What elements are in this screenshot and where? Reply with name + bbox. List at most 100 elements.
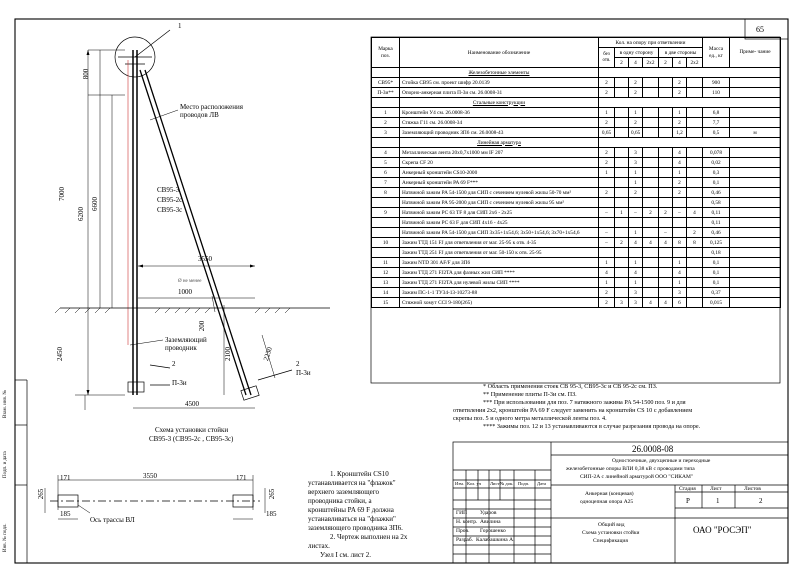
pole-type-1: СВ95-3 xyxy=(157,186,180,194)
plate-label-b: П-3и xyxy=(296,369,311,377)
row-note xyxy=(729,167,782,178)
title-desc-2: железобетонные опоры ВЛИ 0,38 кВ с прово… xyxy=(566,466,695,472)
row-qty xyxy=(685,187,704,198)
row-qty xyxy=(642,267,659,278)
row-qty: 4 xyxy=(598,267,615,278)
row-qty: 2 xyxy=(598,287,615,298)
spec-table-body: Марка поз. Наименование обозначение Кол.… xyxy=(371,37,782,308)
plan-171a: 171 xyxy=(60,474,71,482)
row-qty xyxy=(614,277,629,288)
row-qty: 1 xyxy=(628,227,643,238)
org-name: ОАО "РОСЭП" xyxy=(693,525,752,535)
dim-6200: 6200 xyxy=(76,207,85,222)
row-mass: 0,46 xyxy=(702,227,731,238)
row-name: Кронштейн У4 см. 26.0008-36 xyxy=(399,107,599,118)
row-note xyxy=(729,257,782,268)
row-qty xyxy=(685,87,704,98)
row-qty xyxy=(658,127,673,138)
row-mass: 0,58 xyxy=(702,197,731,208)
row-mass: 0,11 xyxy=(702,217,731,228)
row-qty xyxy=(614,197,629,208)
table-section-row: Стальные конструкции xyxy=(371,97,782,108)
row-qty: 2 xyxy=(642,207,659,218)
row-qty: 1 xyxy=(628,167,643,178)
header-sub-6: 2х2 xyxy=(685,57,704,68)
section-title: Железобетонные элементы xyxy=(399,67,599,78)
row-qty: 8 xyxy=(685,237,704,248)
row-note xyxy=(729,187,782,198)
row-qty xyxy=(642,247,659,258)
row-mass: 110 xyxy=(702,87,731,98)
row-qty xyxy=(672,247,687,258)
row-note xyxy=(729,237,782,248)
row-qty xyxy=(685,147,704,158)
header-note: Приме- чание xyxy=(729,37,782,68)
col-list: Лист xyxy=(490,481,500,486)
row-qty xyxy=(642,287,659,298)
header-qty: Кол. на опору при ответвлении xyxy=(597,37,704,48)
row-qty xyxy=(658,157,673,168)
row-qty: 2 xyxy=(598,297,615,308)
note-2: ** Применение плиты П-3и см. ПЗ. xyxy=(483,391,577,398)
grounding-label-2: проводник xyxy=(165,344,197,352)
row-qty xyxy=(614,287,629,298)
row-qty: 1 xyxy=(614,207,629,218)
row-qty: 6 xyxy=(672,297,687,308)
row-mark: 13 xyxy=(371,277,400,288)
row-qty: 1 xyxy=(598,277,615,288)
row-mass: 0,015 xyxy=(702,297,731,308)
row-qty xyxy=(658,197,673,208)
row-qty: 3 xyxy=(614,297,629,308)
row-qty xyxy=(642,127,659,138)
row-qty: 2 xyxy=(672,177,687,188)
dim-6600: 6600 xyxy=(90,197,99,212)
row-qty: – xyxy=(598,237,615,248)
remark-2: устанавливается на "флажок" xyxy=(308,479,396,487)
row-qty xyxy=(658,257,673,268)
row-mark: 11 xyxy=(371,257,400,268)
notes-block: * Область применения стоек СВ 95-3, СВ95… xyxy=(453,383,783,431)
row-qty xyxy=(642,277,659,288)
row-qty xyxy=(614,107,629,118)
row-qty: 4 xyxy=(658,237,673,248)
row-qty xyxy=(642,117,659,128)
row-qty xyxy=(614,157,629,168)
header-row-1: Марка поз. Наименование обозначение Кол.… xyxy=(371,37,782,68)
remark-9: листах. xyxy=(308,542,330,550)
plan-265b: 265 xyxy=(268,488,277,500)
row-qty: 2 xyxy=(628,187,643,198)
row-mass: 0,1 xyxy=(702,257,731,268)
row-qty: 2 xyxy=(598,87,615,98)
dim-200: 200 xyxy=(198,320,207,332)
row-qty: 1 xyxy=(672,257,687,268)
pole-strut xyxy=(139,69,252,396)
note-5: скрепы поз. 5 и одного метра металлическ… xyxy=(453,415,607,422)
dim-2450: 2450 xyxy=(55,347,64,362)
plan-185b: 185 xyxy=(266,510,277,518)
sheets-value: 2 xyxy=(759,497,763,505)
remark-5: кронштейны PA 69 F должна xyxy=(308,506,394,514)
row-qty xyxy=(658,167,673,178)
row-note xyxy=(729,217,782,228)
side-label-sign: Подп. и дата xyxy=(3,451,8,478)
row-mass: 0,1 xyxy=(702,277,731,288)
row-qty xyxy=(685,107,704,118)
title-code: 26.0008-08 xyxy=(632,444,674,454)
row-qty xyxy=(658,187,673,198)
staff-name-4: Калабашкина А. xyxy=(476,537,515,543)
col-kol: Кол. уч xyxy=(467,481,481,486)
row-note xyxy=(729,177,782,188)
remark-1: 1. Кронштейн CS10 xyxy=(330,470,389,478)
row-qty: 2 xyxy=(672,87,687,98)
row-qty xyxy=(598,247,615,258)
staff-role-3: Пров. xyxy=(456,528,470,534)
row-note xyxy=(729,287,782,298)
row-qty: 3 xyxy=(628,157,643,168)
row-note xyxy=(729,267,782,278)
row-qty xyxy=(672,217,687,228)
section-title: Линейная арматура xyxy=(399,137,599,148)
plate-pole xyxy=(127,381,145,393)
